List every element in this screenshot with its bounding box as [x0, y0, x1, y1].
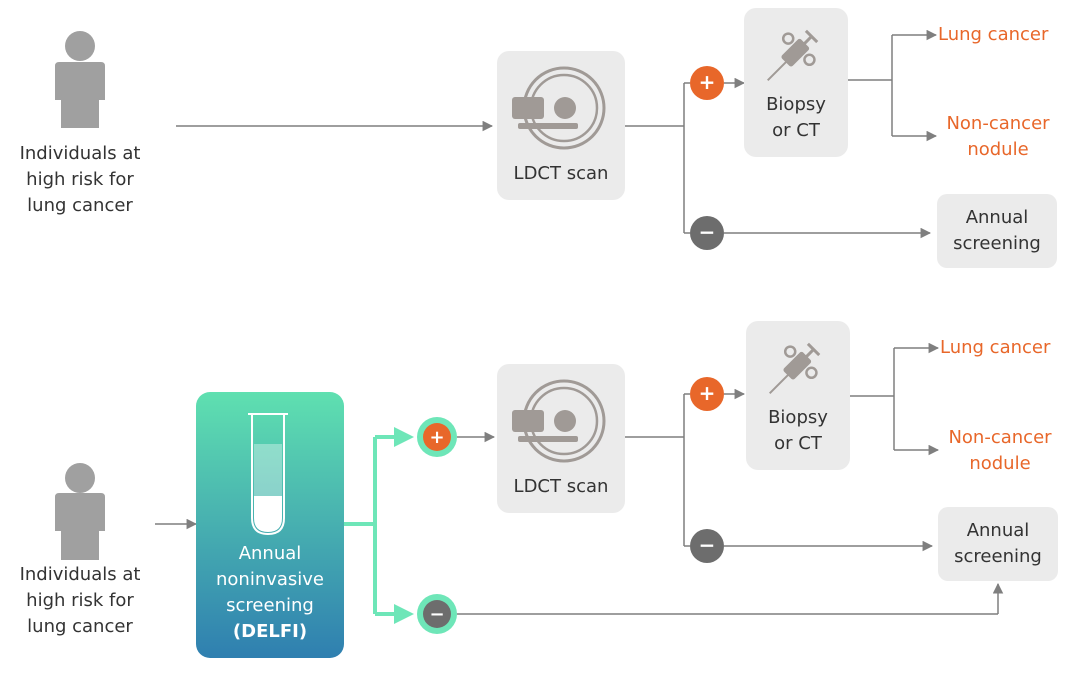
biopsy-box [744, 8, 848, 157]
svg-text:+: + [699, 70, 716, 94]
outcome-non-cancer-nodule: Non-cancer nodule [948, 427, 1052, 474]
population-label: Individuals at high risk for lung cancer [19, 564, 141, 637]
ldct-scanner-icon [512, 379, 606, 463]
ldct-scanner-icon [512, 66, 606, 150]
svg-text:−: − [699, 220, 716, 244]
population-label: Individuals at high risk for lung cancer [19, 143, 141, 216]
negative-result-icon: − [417, 594, 457, 634]
negative-result-icon: − [690, 529, 724, 563]
outcome-lung-cancer: Lung cancer [938, 24, 1049, 45]
outcome-non-cancer-nodule: Non-cancer nodule [946, 113, 1050, 160]
biopsy-box [746, 321, 850, 470]
person-icon [55, 463, 105, 560]
outcome-lung-cancer: Lung cancer [940, 337, 1051, 358]
annual-screening-box [938, 507, 1058, 581]
ldct-scan-label: LDCT scan [513, 476, 609, 497]
positive-result-icon: + [690, 377, 724, 411]
syringe-icon [769, 342, 821, 394]
test-tube-icon [248, 413, 288, 536]
annual-screening-label: Annual screening [953, 207, 1041, 254]
svg-text:−: − [699, 533, 716, 557]
svg-text:+: + [429, 427, 444, 448]
syringe-icon [767, 29, 819, 81]
delfi-name: (DELFI) [232, 621, 308, 642]
negative-result-icon: − [690, 216, 724, 250]
person-icon [55, 31, 105, 128]
svg-text:+: + [699, 381, 716, 405]
annual-screening-box [937, 194, 1057, 268]
biopsy-label: Biopsy or CT [766, 94, 826, 141]
svg-text:−: − [429, 604, 444, 625]
positive-result-icon: + [417, 417, 457, 457]
biopsy-label: Biopsy or CT [768, 407, 828, 454]
ldct-scan-label: LDCT scan [513, 163, 609, 184]
annual-screening-label: Annual screening [954, 520, 1042, 567]
positive-result-icon: + [690, 66, 724, 100]
delfi-label: Annual noninvasive screening (DELFI) [196, 541, 344, 645]
